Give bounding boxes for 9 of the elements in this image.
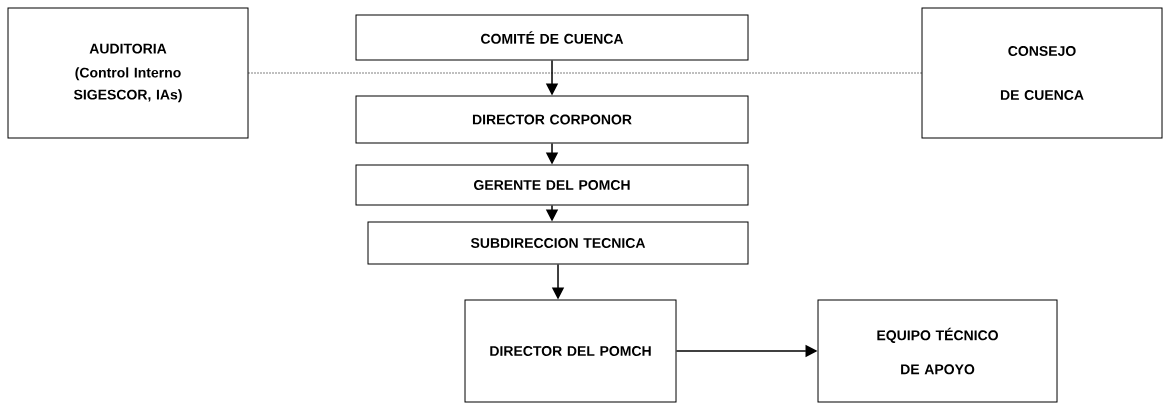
org-box: EQUIPO TÉCNICO DE APOYO [817,299,1058,403]
org-box: SUBDIRECCION TECNICA [367,221,749,265]
org-box: CONSEJO DE CUENCA [921,7,1163,139]
dotted-line [248,72,922,74]
org-box: DIRECTOR DEL POMCH [464,299,677,403]
org-box: DIRECTOR CORPONOR [355,95,749,144]
org-box: GERENTE DEL POMCH [355,164,749,206]
org-box: COMITÉ DE CUENCA [355,14,749,61]
org-box: AUDITORIA (Control Interno SIGESCOR, IAs) [7,7,249,139]
